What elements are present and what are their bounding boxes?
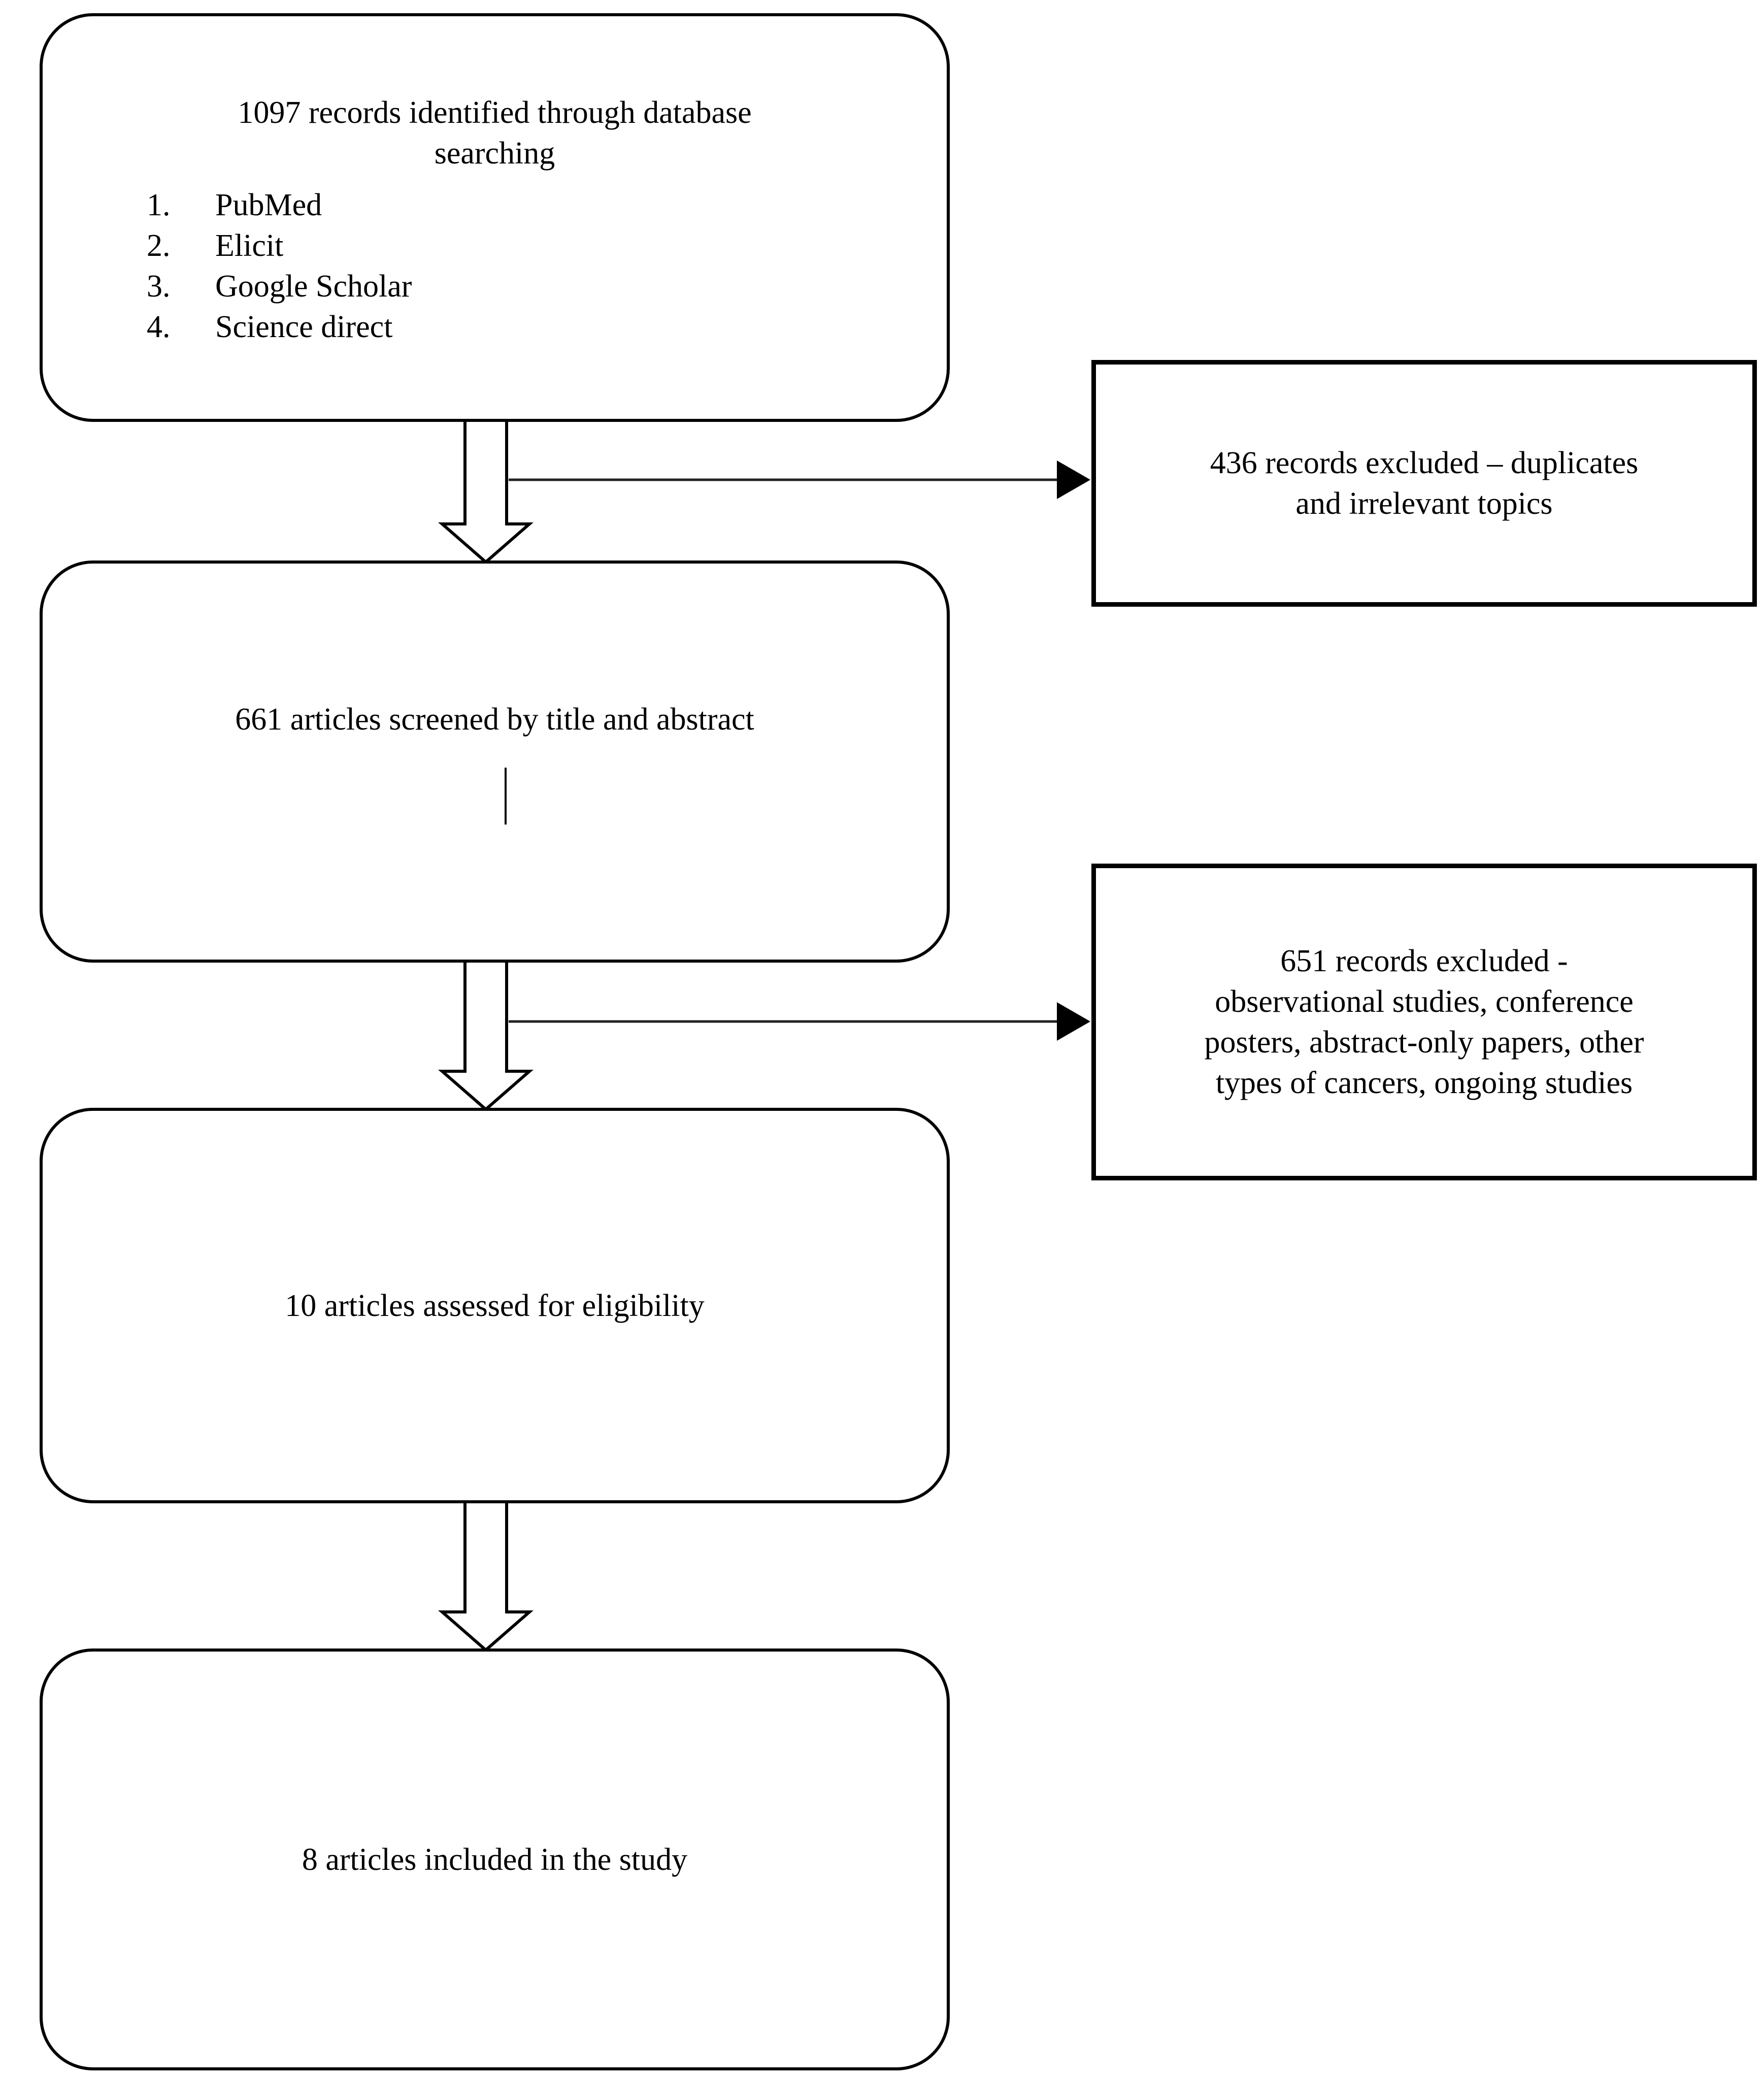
list-item: 4. Science direct [147, 307, 916, 347]
list-item-number: 1. [147, 188, 171, 222]
included-box: 8 articles included in the study [40, 1649, 950, 2070]
excluded-2-line-3: posters, abstract-only papers, other [1204, 1025, 1644, 1060]
flow-arrow-identification-to-screening [438, 419, 534, 564]
eligibility-box: 10 articles assessed for eligibility [40, 1108, 950, 1503]
list-item-label: Google Scholar [215, 269, 412, 304]
identification-box: 1097 records identified through database… [40, 13, 950, 422]
excluded-1-line-2: and irrelevant topics [1295, 486, 1553, 521]
list-item: 2. Elicit [147, 225, 916, 266]
list-item-number: 2. [147, 228, 171, 263]
screening-label: 661 articles screened by title and abstr… [235, 702, 754, 737]
eligibility-label: 10 articles assessed for eligibility [285, 1288, 705, 1323]
identification-title: 1097 records identified through database… [140, 92, 850, 174]
excluded-1-line-1: 436 records excluded – duplicates [1210, 446, 1639, 480]
excluded-2-line-2: observational studies, conference [1215, 984, 1634, 1019]
identification-title-line-1: 1097 records identified through database [238, 95, 752, 130]
list-item-label: Science direct [215, 310, 393, 344]
list-item: 3. Google Scholar [147, 266, 916, 307]
list-item-number: 3. [147, 269, 171, 304]
excluded-records-box-1: 436 records excluded – duplicates and ir… [1091, 360, 1757, 607]
list-item-label: PubMed [215, 188, 322, 222]
excluded-2-line-1: 651 records excluded - [1280, 944, 1568, 978]
excluded-2-line-4: types of cancers, ongoing studies [1215, 1066, 1633, 1100]
included-label: 8 articles included in the study [302, 1842, 688, 1877]
screening-box: 661 articles screened by title and abstr… [40, 561, 950, 963]
database-source-list: 1. PubMed 2. Elicit 3. Google Scholar 4.… [147, 185, 916, 347]
excluded-records-box-2: 651 records excluded - observational stu… [1091, 864, 1757, 1180]
list-item-label: Elicit [215, 228, 284, 263]
exclusion-arrow-2-head [1057, 1002, 1090, 1041]
exclusion-arrow-1-head [1057, 460, 1090, 499]
list-item-number: 4. [147, 310, 171, 344]
flow-arrow-eligibility-to-included [438, 1500, 534, 1652]
identification-title-line-2: searching [434, 136, 555, 171]
flow-arrow-screening-to-eligibility [438, 960, 534, 1111]
stray-vertical-line [504, 767, 507, 825]
list-item: 1. PubMed [147, 185, 916, 225]
